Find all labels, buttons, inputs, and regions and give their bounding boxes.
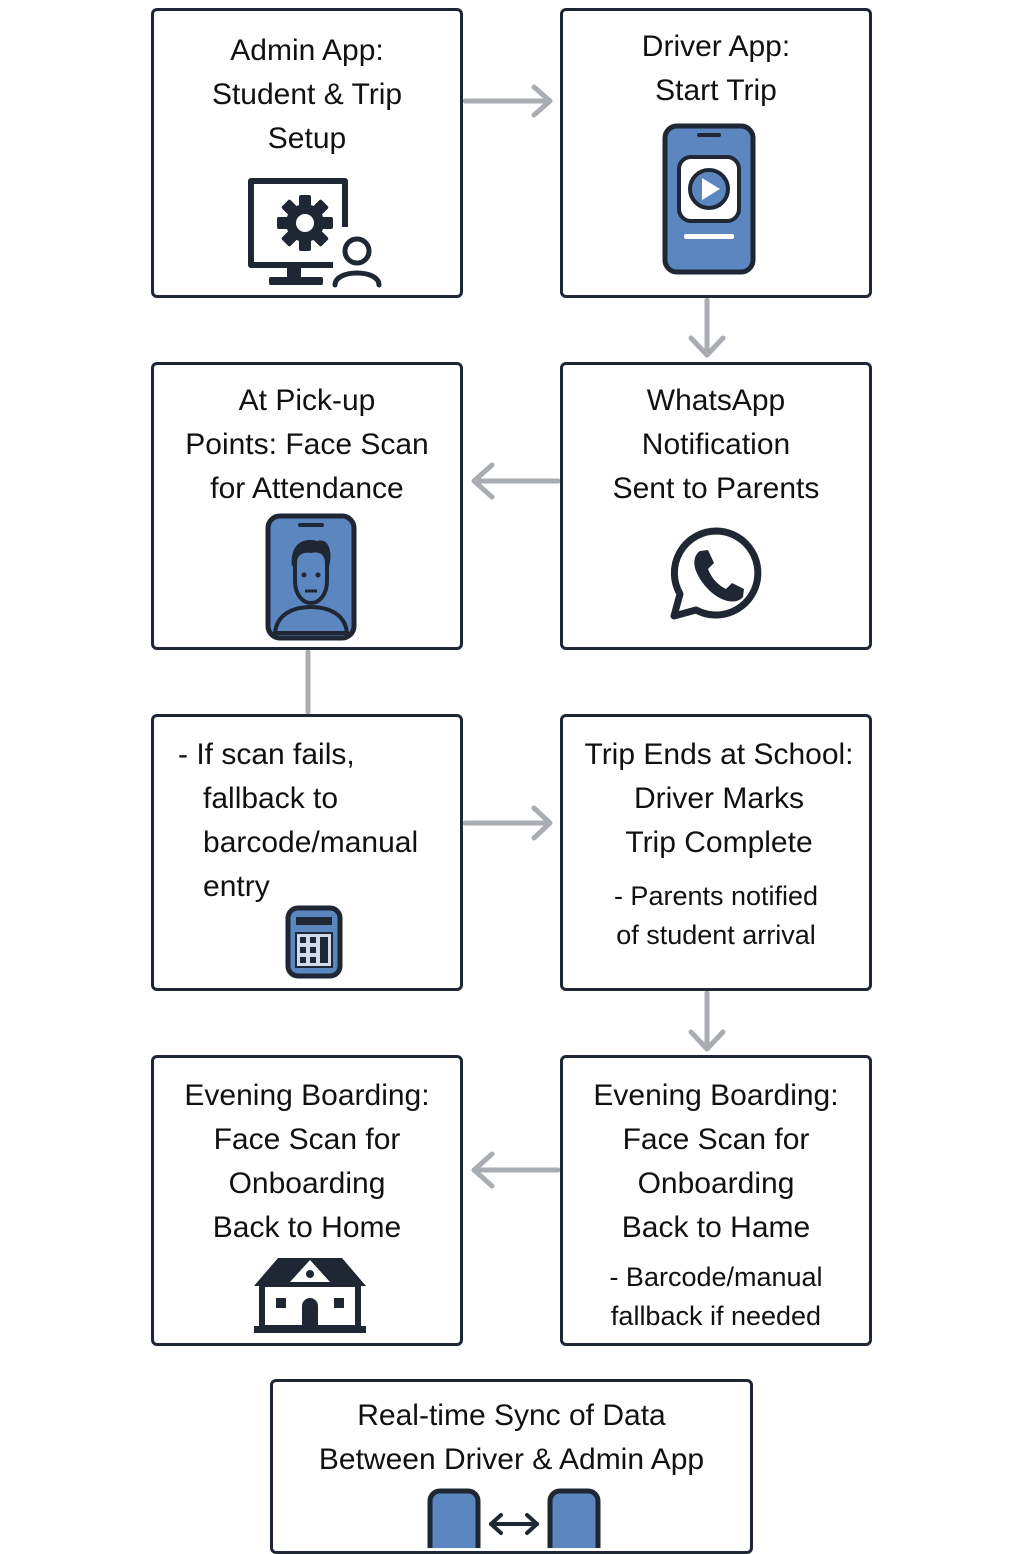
step-driver-start: Driver App: Start Trip [560,8,872,298]
monitor-gear-user-icon [247,177,387,294]
step-whatsapp-notification: WhatsApp Notification Sent to Parents [560,362,872,650]
phone-face-icon [265,513,357,646]
step-evening-boarding-right: Evening Boarding: Face Scan for Onboardi… [560,1055,872,1346]
step-title: - If scan fails, fallback to barcode/man… [178,738,419,903]
step-title: Admin App: Student & Trip Setup [211,34,403,155]
step-realtime-sync: Real-time Sync of Data Between Driver & … [270,1379,753,1554]
two-phones-sync-icon [427,1488,607,1554]
barcode-scanner-icon [285,905,343,984]
step-evening-boarding-left: Evening Boarding: Face Scan for Onboardi… [151,1055,463,1346]
step-title: Real-time Sync of Data Between Driver & … [318,1399,705,1476]
step-title: Driver App: Start Trip [641,30,791,107]
step-title: Evening Boarding: Face Scan for Onboardi… [593,1079,839,1244]
step-title: At Pick-up Points: Face Scan for Attenda… [185,384,429,505]
step-note: - Barcode/manual fallback if needed [609,1262,823,1331]
step-face-scan-pickup: At Pick-up Points: Face Scan for Attenda… [151,362,463,650]
step-admin-setup: Admin App: Student & Trip Setup [151,8,463,298]
step-title: Trip Ends at School: Driver Marks Trip C… [584,738,854,859]
step-fallback-barcode: - If scan fails, fallback to barcode/man… [151,714,463,991]
step-title: WhatsApp Notification Sent to Parents [612,384,820,505]
step-note: - Parents notified of student arrival [613,881,819,950]
step-trip-ends: Trip Ends at School: Driver Marks Trip C… [560,714,872,991]
house-icon [252,1254,368,1339]
whatsapp-icon [666,523,766,628]
step-title: Evening Boarding: Face Scan for Onboardi… [184,1079,430,1244]
phone-play-icon [662,123,756,280]
